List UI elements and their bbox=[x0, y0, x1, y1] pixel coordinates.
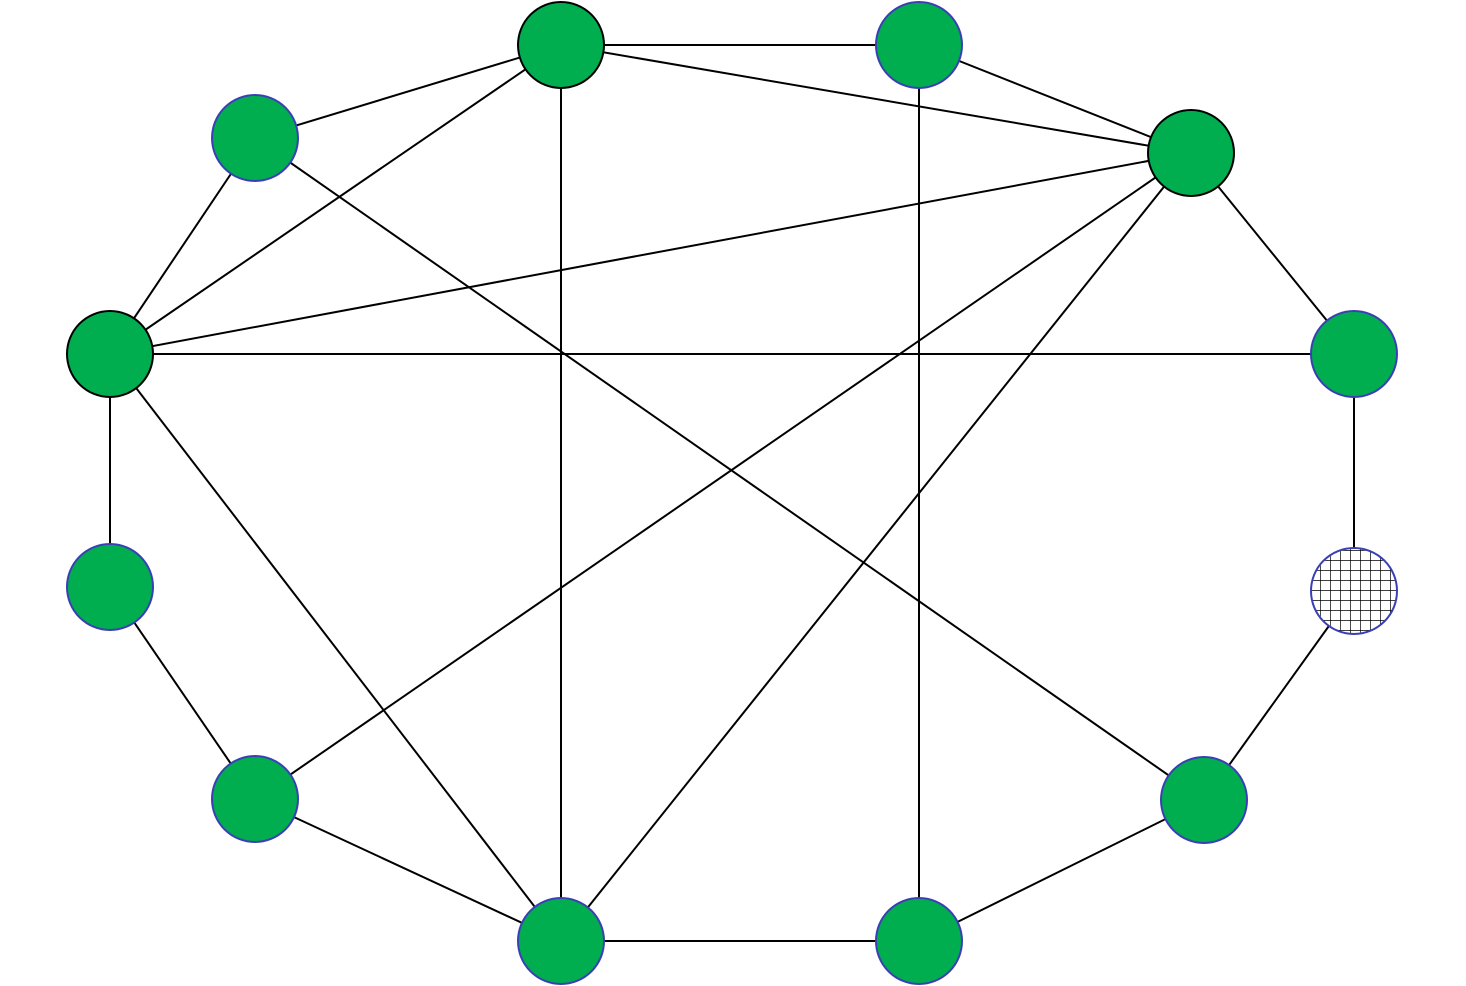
graph-edge bbox=[254, 152, 1192, 800]
graph-edge bbox=[109, 152, 1192, 355]
graph-node-highlighted bbox=[1310, 547, 1398, 635]
graph-edge bbox=[918, 44, 1192, 154]
graph-node bbox=[517, 1, 605, 89]
graph-node bbox=[211, 94, 299, 182]
graph-node bbox=[66, 543, 154, 631]
graph-edge bbox=[918, 799, 1205, 942]
graph-node bbox=[1160, 756, 1248, 844]
graph-edge bbox=[254, 798, 562, 942]
graph-edge bbox=[109, 44, 562, 355]
graph-edge bbox=[254, 137, 1205, 801]
graph-node bbox=[66, 310, 154, 398]
graph-node bbox=[1147, 109, 1235, 197]
graph-edge bbox=[560, 152, 1192, 942]
graph-edge bbox=[560, 44, 1192, 154]
graph-node bbox=[517, 897, 605, 985]
graph-node bbox=[1310, 310, 1398, 398]
graph-edge bbox=[254, 44, 562, 139]
graph-node bbox=[875, 1, 963, 89]
graph-edge bbox=[109, 353, 562, 942]
nodes-layer bbox=[66, 1, 1398, 985]
graph-node bbox=[875, 897, 963, 985]
graph-node bbox=[211, 755, 299, 843]
